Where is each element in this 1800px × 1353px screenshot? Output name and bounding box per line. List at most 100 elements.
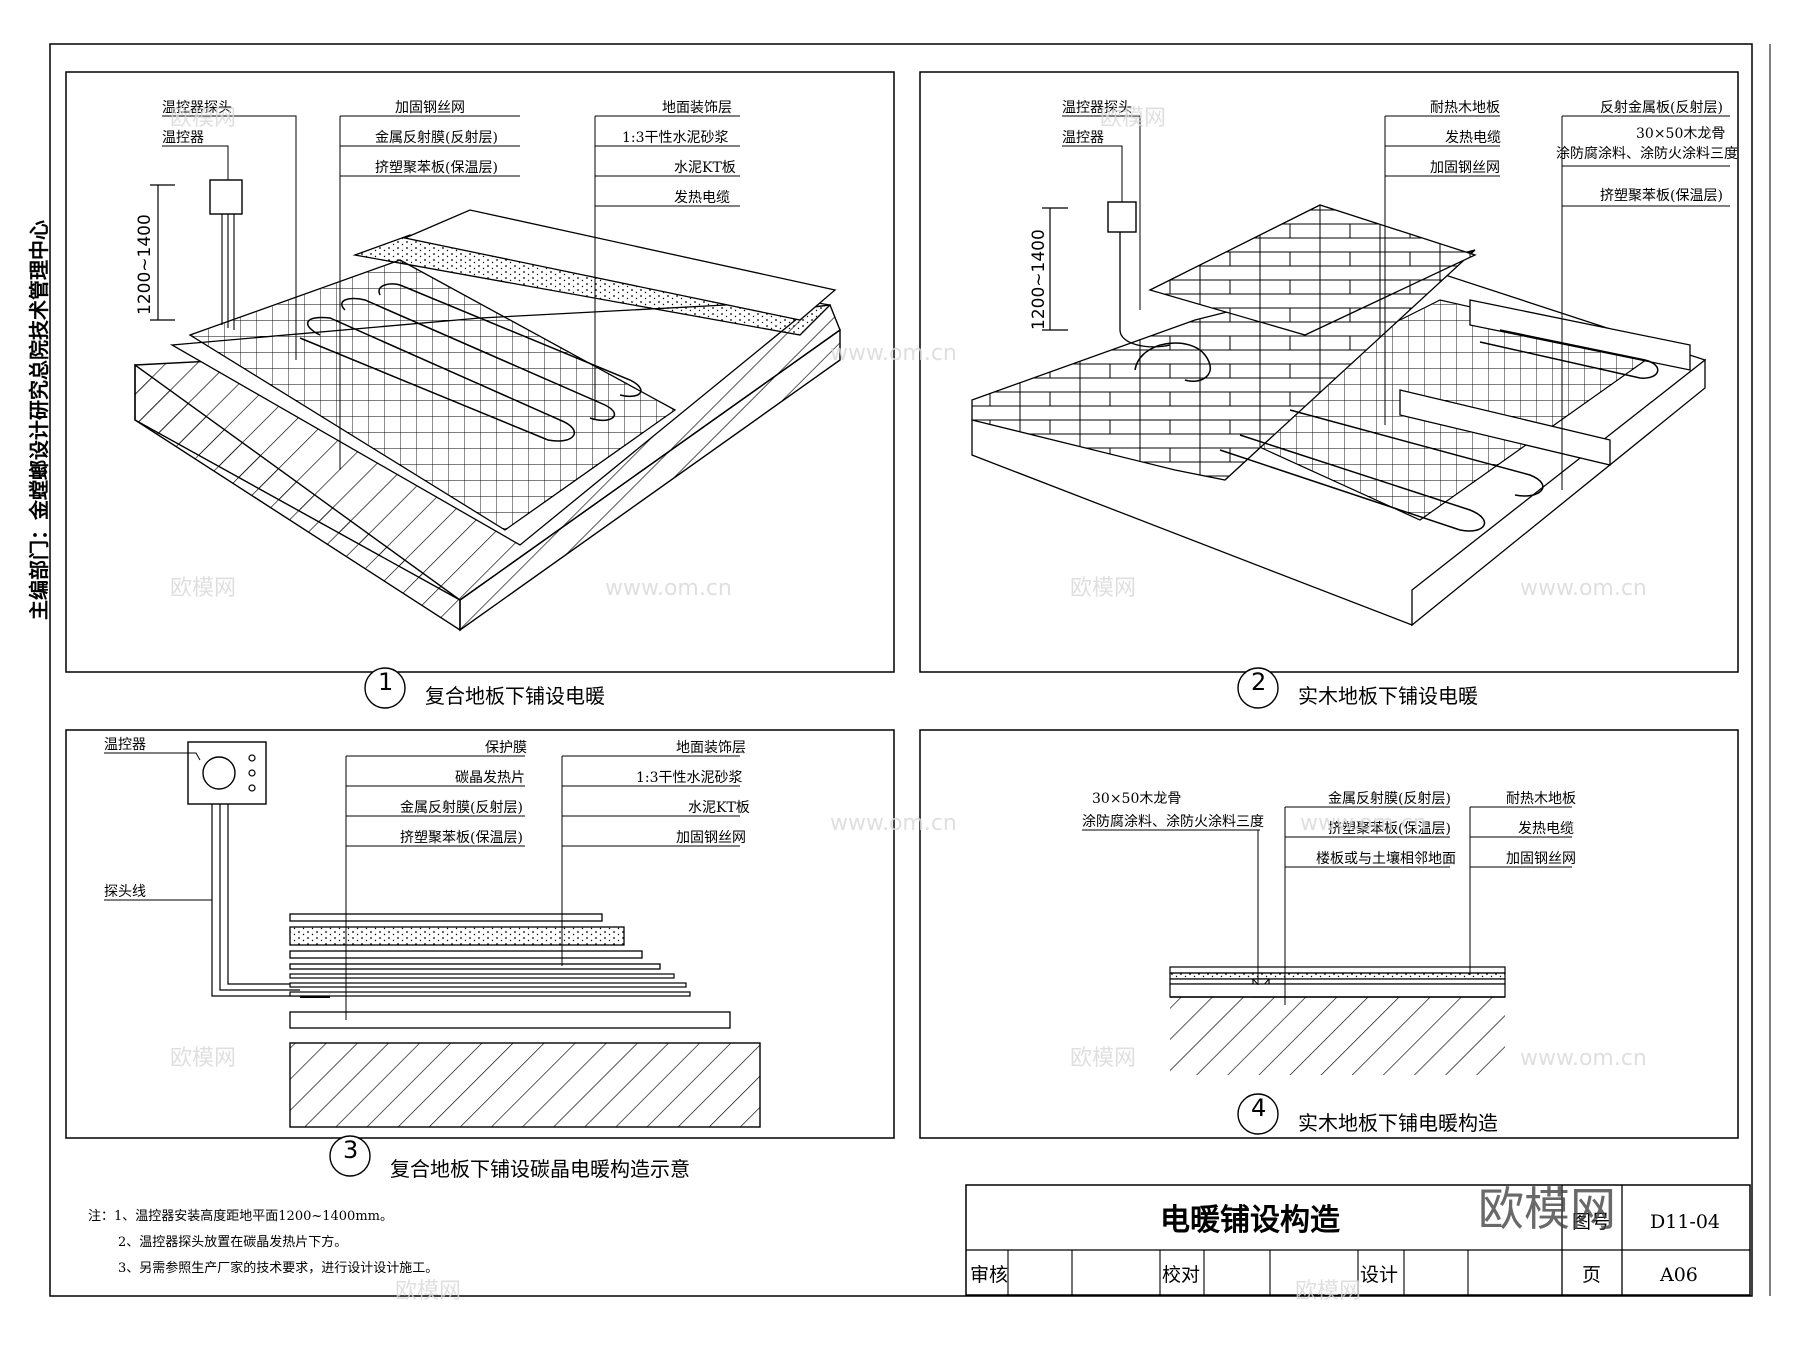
side-text: 主编部门：金螳螂设计研究总院技术管理中心	[27, 220, 51, 620]
panel-3-mid-label-3: 挤塑聚苯板(保温层)	[400, 829, 523, 846]
panel-3-slab	[289, 1042, 761, 1128]
panel-3-thermostat-button-2	[248, 769, 256, 777]
panel-2-right-label-1: 30×50木龙骨	[1636, 126, 1725, 142]
panel-1: 1200~1400 温控器探头 温控器 加固钢丝网 金属反射膜(反射层) 挤塑聚…	[65, 71, 895, 709]
panel-4-layer-insulation	[1169, 983, 1506, 998]
watermark-logo-2: 欧模网	[1100, 106, 1166, 131]
panel-3-right-label-0: 地面装饰层	[676, 740, 746, 756]
panel-3-right-label-3: 加固钢丝网	[676, 830, 746, 846]
design-label: 设计	[1360, 1264, 1398, 1286]
panel-4-right-label-2: 加固钢丝网	[1506, 851, 1576, 867]
panel-1-dim-text-group: 1200~1400	[135, 214, 155, 315]
watermark-url-6: www.om.cn	[1300, 811, 1427, 836]
panel-2: 1200~1400 温控器探头 温控器 耐热木地板 发热电缆 加固钢丝网 反射金…	[919, 71, 1739, 709]
panel-2-wood-upper	[1148, 204, 1477, 336]
watermark-url-5: www.om.cn	[1520, 1046, 1647, 1071]
panel-1-number: 1	[378, 668, 393, 696]
panel-2-mid-label-0: 耐热木地板	[1430, 100, 1500, 116]
panel-3-right-label-2: 水泥KT板	[688, 800, 750, 816]
note-0: 注：1、温控器安装高度距地平面1200~1400mm。	[88, 1208, 393, 1224]
panel-2-mid-label-2: 加固钢丝网	[1430, 160, 1500, 176]
panel-4-mid-label-1: 挤塑聚苯板(保温层)	[1328, 820, 1451, 837]
panel-3-layer-mortar	[289, 926, 625, 946]
panel-2-right-label-2: 涂防腐涂料、涂防火涂料三度	[1556, 145, 1738, 162]
panel-3-layer-finish	[289, 913, 603, 922]
panel-3-layer-carbon	[289, 982, 687, 988]
panel-3-thermostat-button-1	[248, 754, 256, 762]
side-text-group: 主编部门：金螳螂设计研究总院技术管理中心	[27, 220, 51, 620]
review-label: 审核	[970, 1264, 1008, 1286]
watermark-logo-5: 欧模网	[170, 1046, 236, 1071]
panel-3-thermostat-dial	[202, 756, 236, 790]
panel-2-left-label-1: 温控器	[1062, 130, 1104, 146]
panel-2-mid-label-1: 发热电缆	[1445, 130, 1501, 146]
panel-3-number: 3	[343, 1136, 358, 1164]
sheet-border	[49, 43, 1753, 1297]
watermark-logo-4: 欧模网	[1070, 576, 1136, 601]
panel-3-layer-insulation	[289, 1011, 731, 1029]
panel-4-layer-mesh	[1169, 978, 1506, 985]
panel-2-joist-1	[1469, 299, 1691, 371]
panel-3-probe-label: 探头线	[104, 884, 146, 900]
panel-4-number: 4	[1251, 1094, 1266, 1122]
panel-3-layer-reflect	[289, 991, 691, 997]
panel-4-layer-wood	[1169, 966, 1506, 974]
panel-1-dim-text: 1200~1400	[135, 214, 155, 315]
watermark-logo-1: 欧模网	[170, 106, 236, 131]
note-1: 2、温控器探头放置在碳晶发热片下方。	[118, 1234, 347, 1250]
panel-1-probe-wire	[221, 214, 235, 330]
panel-3-thermostat-label: 温控器	[104, 737, 146, 753]
panel-3-thermostat-leader	[104, 752, 201, 761]
panel-2-probe-wire	[1119, 232, 1171, 348]
watermark-corner: 欧模网	[1478, 1182, 1616, 1236]
panel-2-dim-text-group: 1200~1400	[1029, 229, 1049, 330]
watermark-logo-8: 欧模网	[1295, 1279, 1361, 1304]
panel-1-right-label-3: 发热电缆	[674, 190, 730, 206]
panel-1-thermostat	[209, 179, 243, 215]
panel-1-left-label-1: 温控器	[162, 130, 204, 146]
watermark-logo-7: 欧模网	[395, 1279, 461, 1304]
panel-2-number: 2	[1251, 668, 1266, 696]
panel-3-caption: 复合地板下铺设碳晶电暖构造示意	[390, 1157, 690, 1181]
panel-3: 温控器 探头线 保护膜 碳晶发热片 金属反射膜(反射层) 挤塑聚苯板(保温层) …	[65, 729, 895, 1181]
panel-4-frame	[919, 729, 1739, 1139]
panel-3-thermostat	[187, 741, 267, 805]
panel-4-left-label-0: 30×50木龙骨	[1092, 791, 1181, 807]
panel-1-mortar	[352, 234, 832, 336]
panel-1-left-leader-1	[162, 145, 229, 180]
panel-2-joist-2	[1399, 389, 1611, 466]
panel-1-caption: 复合地板下铺设电暖	[425, 684, 605, 708]
panel-1-slab-side	[134, 363, 461, 632]
title-block: 电暖铺设构造 图号 D11-04 审核 校对 设计 页 A06	[965, 1184, 1751, 1296]
panel-3-number-circle	[329, 1135, 371, 1177]
drawing-no: D11-04	[1650, 1211, 1720, 1233]
panel-2-thermostat	[1107, 201, 1137, 233]
panel-1-mesh	[188, 259, 677, 531]
page-number: A06	[1659, 1264, 1698, 1286]
panel-2-heating-cable	[1134, 329, 1659, 532]
panel-4-ground	[1170, 997, 1505, 1075]
notes: 注：1、温控器安装高度距地平面1200~1400mm。 2、温控器探头放置在碳晶…	[88, 1208, 438, 1276]
panel-1-left-label-0: 温控器探头	[162, 100, 232, 116]
panel-3-mid-label-0: 保护膜	[485, 740, 527, 756]
panel-2-base-front	[1411, 358, 1706, 627]
panel-1-mid-label-1: 金属反射膜(反射层)	[375, 130, 498, 146]
panel-4-mid-label-2: 楼板或与土壤相邻地面	[1316, 850, 1456, 867]
panel-4-left-label-1: 涂防腐涂料、涂防火涂料三度	[1082, 813, 1264, 830]
note-2: 3、另需参照生产厂家的技术要求，进行设计设计施工。	[118, 1260, 438, 1276]
panel-2-left-leader-0	[1062, 115, 1141, 310]
panel-3-right-label-1: 1:3干性水泥砂浆	[636, 770, 743, 786]
panel-1-heating-cable	[299, 283, 642, 442]
watermarks: 欧模网 欧模网 欧模网 欧模网 欧模网 欧模网 欧模网 欧模网 www.om.c…	[170, 106, 1647, 1304]
panel-4-right-label-1: 发热电缆	[1518, 821, 1574, 837]
watermark-logo-3: 欧模网	[170, 576, 236, 601]
drawing-title: 电暖铺设构造	[1160, 1203, 1340, 1238]
page-label: 页	[1582, 1264, 1601, 1286]
panel-1-right-label-2: 水泥KT板	[674, 160, 736, 176]
panel-1-right-label-1: 1:3干性水泥砂浆	[622, 130, 729, 146]
panel-3-thermostat-button-3	[248, 784, 256, 792]
panel-3-mid-label-2: 金属反射膜(反射层)	[400, 800, 523, 816]
panel-2-frame	[919, 71, 1739, 673]
panel-1-mid-label-0: 加固钢丝网	[395, 100, 465, 116]
